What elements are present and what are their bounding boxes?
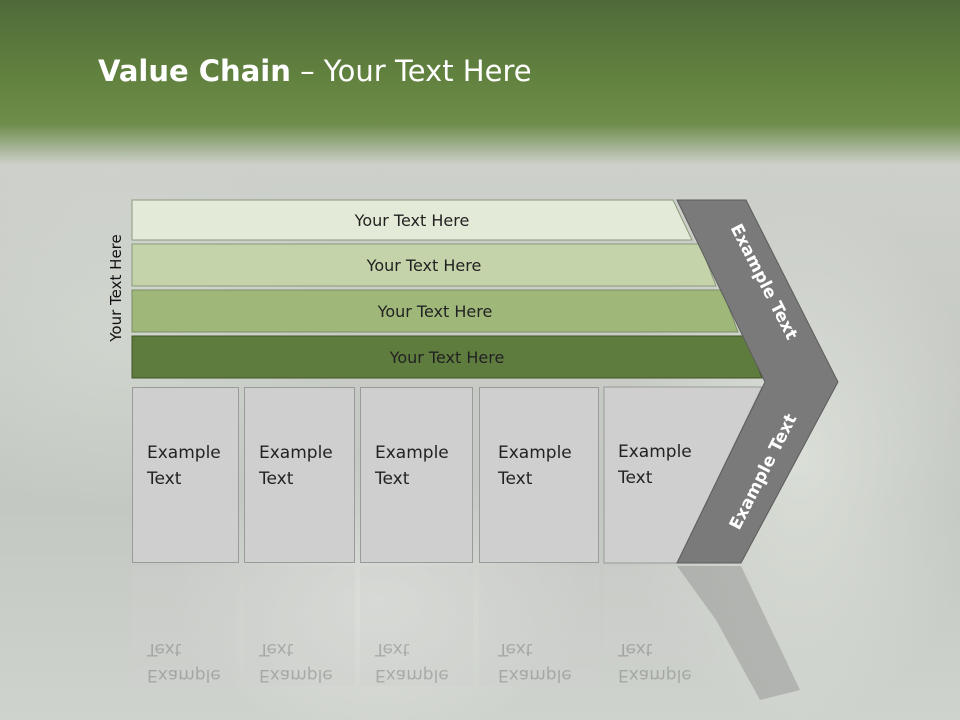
box-3-line2: Text — [375, 469, 410, 489]
box-5-line1: Example — [618, 442, 692, 462]
title-band — [0, 0, 960, 165]
reflection-box-3: Example Text — [375, 639, 449, 685]
box-2-line2: Text — [259, 469, 294, 489]
title-bold-text: Value Chain — [98, 54, 291, 88]
reflection-box-4: Example Text — [498, 639, 572, 685]
box-5-line2: Text — [618, 468, 653, 488]
reflection-box-2: Example Text — [259, 639, 333, 685]
box-1-line1: Example — [147, 443, 221, 463]
box-4-line2: Text — [498, 469, 533, 489]
slide-title[interactable]: Value Chain – Your Text Here — [98, 54, 532, 88]
activity-box-2[interactable]: Example Text — [244, 387, 355, 563]
chevron-arrow — [676, 199, 839, 564]
reflection-box-5: Example Text — [618, 639, 692, 685]
box-1-line2: Text — [147, 469, 182, 489]
activity-box-4[interactable]: Example Text — [479, 387, 599, 563]
activity-box-5[interactable]: Example Text — [604, 387, 762, 563]
reflection-box-1: Example Text — [147, 639, 221, 685]
box-3-line1: Example — [375, 443, 449, 463]
title-rest-text: – Your Text Here — [290, 54, 532, 88]
activity-box-1[interactable]: Example Text — [132, 387, 239, 563]
box-4-line1: Example — [498, 443, 572, 463]
activity-box-3[interactable]: Example Text — [360, 387, 473, 563]
box-2-line1: Example — [259, 443, 333, 463]
